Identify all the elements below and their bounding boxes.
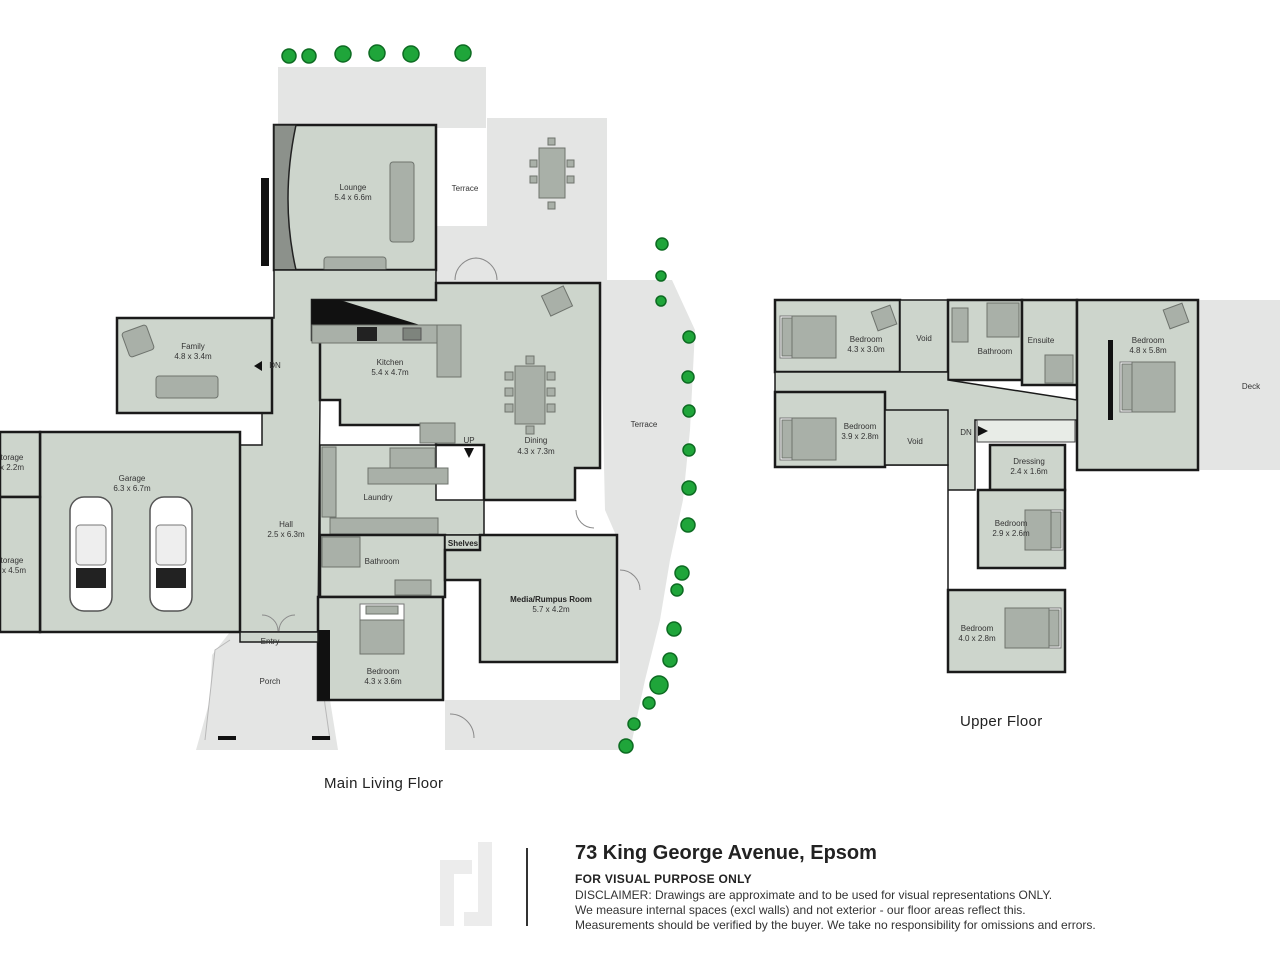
label-family-name: Family <box>181 342 205 351</box>
label-bed-u3-size: 2.9 x 2.6m <box>992 529 1030 538</box>
footer-divider <box>526 848 528 926</box>
label-bed-u1-name: Bedroom <box>850 335 883 344</box>
up-arrow-icon <box>464 448 474 458</box>
label-bed-u4-size: 4.0 x 2.8m <box>958 634 996 643</box>
label-dressing-name: Dressing <box>1013 457 1045 466</box>
label-garage-size: 6.3 x 6.7m <box>113 484 151 493</box>
label-bedroom-main-name: Bedroom <box>367 667 400 676</box>
label-terrace-top: Terrace <box>452 184 479 193</box>
label-storage1-size: x 2.2m <box>0 463 24 472</box>
label-shelves: Shelves <box>448 539 479 548</box>
label-dn-main: DN <box>269 361 281 370</box>
label-void1: Void <box>916 334 932 343</box>
main-floor <box>0 123 641 740</box>
label-media-size: 5.7 x 4.2m <box>532 605 570 614</box>
label-ensuite: Ensuite <box>1028 336 1055 345</box>
label-deck: Deck <box>1242 382 1261 391</box>
label-bed-u1-size: 4.3 x 3.0m <box>847 345 885 354</box>
label-hall-size: 2.5 x 6.3m <box>267 530 305 539</box>
label-bed-u2-name: Bedroom <box>844 422 877 431</box>
label-kitchen-size: 5.4 x 4.7m <box>371 368 409 377</box>
label-bathroom-main: Bathroom <box>365 557 400 566</box>
dn-arrow-upper-icon <box>978 426 988 436</box>
label-dining-name: Dining <box>525 436 548 445</box>
label-lounge-name: Lounge <box>340 183 367 192</box>
label-bed-u3-name: Bedroom <box>995 519 1028 528</box>
label-master-name: Bedroom <box>1132 336 1165 345</box>
label-storage2-name: torage <box>1 556 24 565</box>
label-lounge-size: 5.4 x 6.6m <box>334 193 372 202</box>
label-media-name: Media/Rumpus Room <box>510 595 592 604</box>
label-hall-name: Hall <box>279 520 293 529</box>
upper-floor <box>773 298 1280 674</box>
label-void2: Void <box>907 437 923 446</box>
label-bed-u2-size: 3.9 x 2.8m <box>841 432 879 441</box>
main-floor-title: Main Living Floor <box>324 775 444 792</box>
room-labels: Lounge 5.4 x 6.6m Terrace Terrace Family… <box>0 183 1261 686</box>
label-master-size: 4.8 x 5.8m <box>1129 346 1167 355</box>
visual-purpose-note: FOR VISUAL PURPOSE ONLY <box>575 872 752 886</box>
car-2 <box>149 496 193 612</box>
label-dressing-size: 2.4 x 1.6m <box>1010 467 1048 476</box>
label-up-main: UP <box>463 436 474 445</box>
label-family-size: 4.8 x 3.4m <box>174 352 212 361</box>
label-kitchen-name: Kitchen <box>377 358 404 367</box>
disclaimer-line-1: DISCLAIMER: Drawings are approximate and… <box>575 888 1053 902</box>
car-1 <box>69 496 113 612</box>
label-storage2-size: x 4.5m <box>2 566 26 575</box>
label-entry: Entry <box>261 637 280 646</box>
dn-arrow-icon <box>254 361 262 371</box>
label-garage-name: Garage <box>119 474 146 483</box>
label-laundry: Laundry <box>364 493 393 502</box>
label-bathroom-upper: Bathroom <box>978 347 1013 356</box>
label-storage1-name: torage <box>1 453 24 462</box>
trees <box>281 44 697 754</box>
label-bed-u4-name: Bedroom <box>961 624 994 633</box>
disclaimer-line-2: We measure internal spaces (excl walls) … <box>575 903 1026 917</box>
label-porch: Porch <box>260 677 281 686</box>
disclaimer-line-3: Measurements should be verified by the b… <box>575 918 1096 932</box>
label-terrace-right: Terrace <box>631 420 658 429</box>
label-bedroom-main-size: 4.3 x 3.6m <box>364 677 402 686</box>
floor-plan-drawing: Lounge 5.4 x 6.6m Terrace Terrace Family… <box>0 44 1280 754</box>
upper-floor-title: Upper Floor <box>960 713 1043 730</box>
label-dining-size: 4.3 x 7.3m <box>517 447 555 456</box>
brand-logo-icon <box>440 842 492 926</box>
label-dn-upper: DN <box>960 428 972 437</box>
property-address: 73 King George Avenue, Epsom <box>575 842 877 864</box>
